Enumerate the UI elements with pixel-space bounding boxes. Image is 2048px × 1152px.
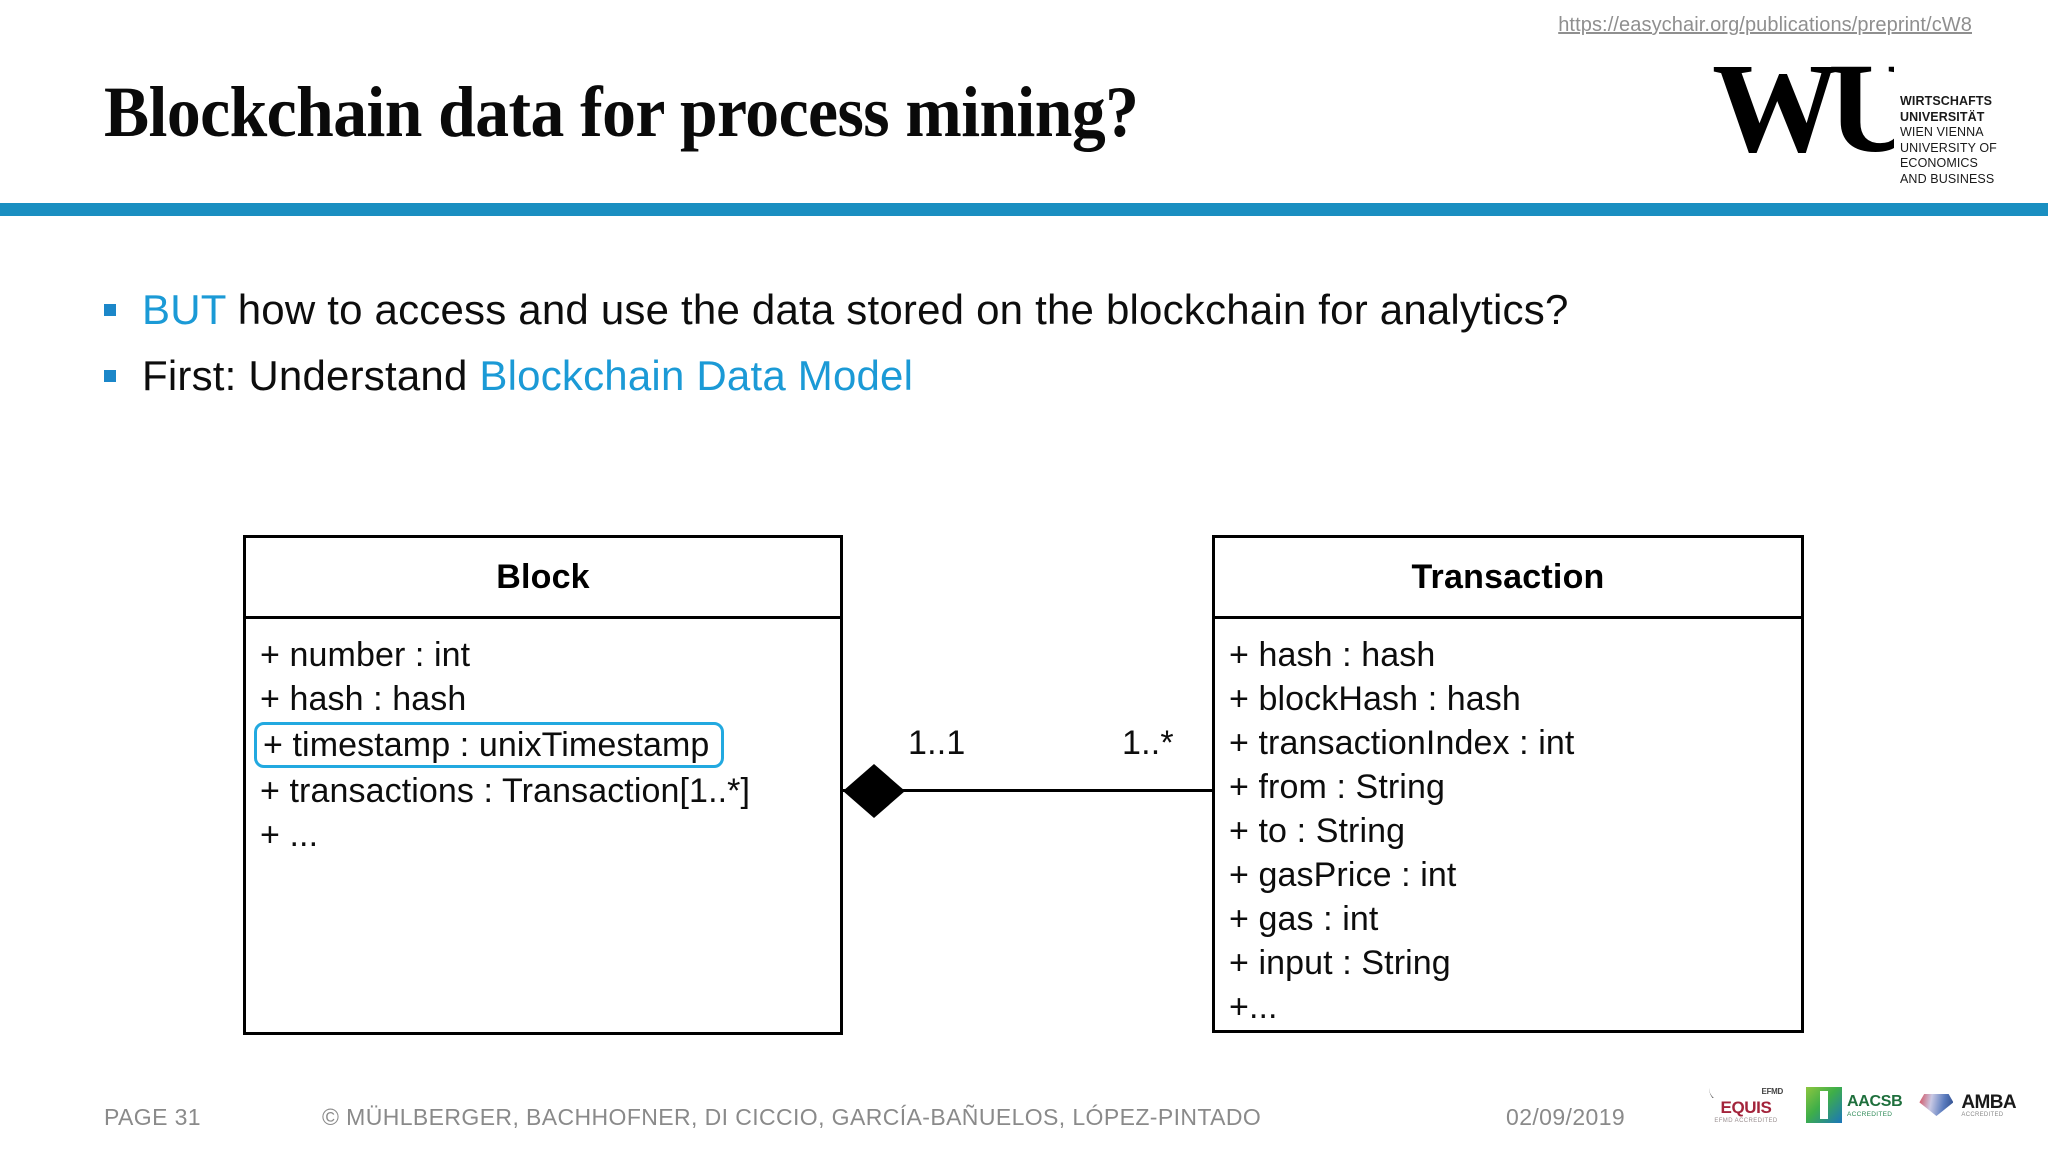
equis-efmd-label: EFMD [1761,1086,1783,1096]
source-url-link[interactable]: https://easychair.org/publications/prepr… [1558,14,1972,36]
footer-page-number: PAGE 31 [104,1104,201,1130]
amba-sub: ACCREDITED [1961,1111,2004,1118]
uml-attribute: + ... [260,816,319,854]
uml-attribute: + blockHash : hash [1229,680,1521,718]
amba-logo: AMBA ACCREDITED [1916,1082,2016,1128]
equis-name: EQUIS [1720,1097,1772,1117]
page-title: Blockchain data for process mining? [104,72,1139,152]
uml-attribute: + gas : int [1229,900,1379,938]
accreditation-logos: EFMD EQUIS EFMD ACCREDITED AACSB ACCREDI… [1700,1082,2016,1128]
uml-attribute: + to : String [1229,812,1406,850]
amba-mark-icon [1916,1090,1956,1120]
uml-class-block[interactable]: Block + number : int + hash : hash + tim… [243,535,843,1035]
bullet-item-2: First: Understand Blockchain Data Model [100,348,1820,404]
aacsb-logo: AACSB ACCREDITED [1806,1082,1903,1128]
aacsb-name: AACSB [1847,1092,1903,1110]
wu-logo-wordmark: WIRTSCHAFTS UNIVERSITÄT WIEN VIENNA UNIV… [1900,94,2004,188]
uml-class-block-attributes: + number : int + hash : hash + timestamp… [246,619,840,857]
uml-attribute: + transactions : Transaction[1..*] [260,772,751,810]
wu-wordmark-line-1: WIRTSCHAFTS [1900,94,1993,108]
association-line [843,789,1212,792]
uml-attribute: + hash : hash [260,680,467,718]
uml-attribute-highlighted-timestamp: + timestamp : unixTimestamp [254,722,725,768]
aacsb-mark-icon [1806,1087,1842,1123]
uml-class-block-name: Block [246,538,840,619]
multiplicity-label-source: 1..1 [908,724,966,762]
bullet-square-icon [104,304,116,316]
uml-attribute: + input : String [1229,944,1451,982]
composition-diamond-icon [843,764,905,818]
amba-name: AMBA [1961,1091,2016,1113]
footer-date: 02/09/2019 [1506,1104,1626,1130]
equis-sub: EFMD ACCREDITED [1714,1117,1778,1124]
uml-class-transaction[interactable]: Transaction + hash : hash + blockHash : … [1212,535,1804,1033]
uml-class-transaction-name: Transaction [1215,538,1801,619]
equis-logo: EFMD EQUIS EFMD ACCREDITED [1700,1082,1792,1128]
uml-attribute: + from : String [1229,768,1445,806]
bullet-item-1: BUT how to access and use the data store… [100,282,1820,338]
uml-class-transaction-attributes: + hash : hash + blockHash : hash + trans… [1215,619,1801,1029]
multiplicity-label-target: 1..* [1122,724,1174,762]
bullet-item-1-text: BUT how to access and use the data store… [142,282,1820,338]
wu-logo: WU WIRTSCHAFTS UNIVERSITÄT WIEN VIENNA U… [1712,52,2002,202]
uml-attribute: + transactionIndex : int [1229,724,1575,762]
bullet-2-accent: Blockchain Data Model [479,352,914,399]
wu-wordmark-line-6: AND BUSINESS [1900,171,1995,186]
equis-swoosh-icon: EFMD [1709,1087,1783,1098]
slide-footer: PAGE 31 © MÜHLBERGER, BACHHOFNER, DI CIC… [0,1087,2048,1152]
uml-attribute: + number : int [260,636,471,674]
wu-wordmark-line-3: WIEN VIENNA [1900,125,1984,140]
bullet-1-accent: BUT [142,286,226,333]
wu-wordmark-line-5: ECONOMICS [1900,156,1978,171]
uml-attribute: + gasPrice : int [1229,856,1457,894]
bullet-list: BUT how to access and use the data store… [100,282,1820,414]
uml-attribute: + hash : hash [1229,636,1436,674]
bullet-square-icon [104,370,116,382]
aacsb-text: AACSB ACCREDITED [1847,1092,1903,1118]
bullet-1-body: how to access and use the data stored on… [225,286,1569,333]
wu-logo-mark: WU [1712,52,1894,172]
uml-attribute: +... [1229,988,1278,1026]
bullet-2-body: First: Understand [142,352,480,399]
wu-wordmark-line-2: UNIVERSITÄT [1900,109,1985,124]
aacsb-sub: ACCREDITED [1847,1110,1893,1118]
amba-text: AMBA ACCREDITED [1961,1093,2016,1118]
footer-copyright: © MÜHLBERGER, BACHHOFNER, DI CICCIO, GAR… [322,1104,1262,1130]
bullet-item-2-text: First: Understand Blockchain Data Model [142,348,1820,404]
wu-wordmark-line-4: UNIVERSITY OF [1900,140,1997,155]
header-divider-bar [0,203,2048,216]
